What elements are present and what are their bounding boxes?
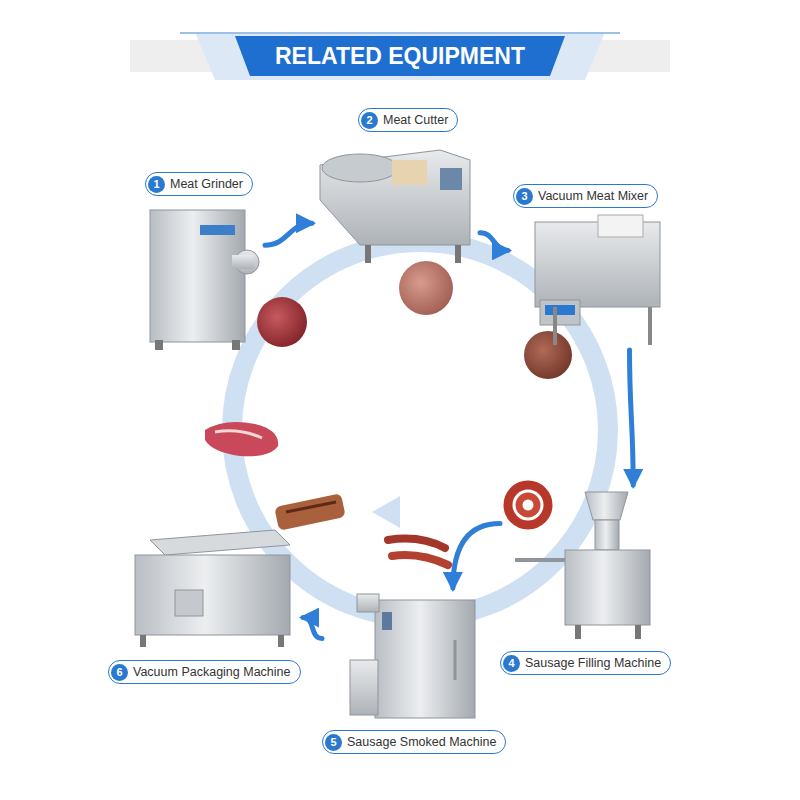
equipment-label: 3 Vacuum Meat Mixer bbox=[513, 184, 658, 208]
equipment-name: Vacuum Meat Mixer bbox=[538, 189, 648, 203]
callout-number: 5 bbox=[325, 734, 342, 751]
equipment-node: 2 Meat Cutter bbox=[312, 108, 480, 268]
equipment-label: 6 Vacuum Packaging Machine bbox=[108, 660, 301, 684]
equipment-node: 1 Meat Grinder bbox=[140, 172, 265, 355]
callout-number: 6 bbox=[111, 664, 128, 681]
equipment-name: Meat Grinder bbox=[170, 177, 243, 191]
equipment-name: Meat Cutter bbox=[383, 113, 448, 127]
callout-number: 4 bbox=[503, 655, 520, 672]
equipment-label: 2 Meat Cutter bbox=[358, 108, 458, 132]
equipment-name: Sausage Filling Machine bbox=[525, 656, 661, 670]
equipment-name: Sausage Smoked Machine bbox=[347, 735, 496, 749]
equipment-label: 5 Sausage Smoked Machine bbox=[322, 730, 506, 754]
equipment-label: 4 Sausage Filling Machine bbox=[500, 651, 671, 675]
title-text: RELATED EQUIPMENT bbox=[250, 38, 550, 74]
equipment-node: 3 Vacuum Meat Mixer bbox=[508, 184, 670, 350]
flow-arrow bbox=[630, 350, 634, 485]
callout-number: 3 bbox=[516, 188, 533, 205]
flow-arrow bbox=[265, 223, 312, 245]
flow-arrow bbox=[480, 233, 508, 251]
flow-arrow bbox=[303, 618, 322, 639]
equipment-node: 4 Sausage Filling Machine bbox=[500, 485, 685, 677]
callout-number: 1 bbox=[148, 176, 165, 193]
flow-arrow bbox=[453, 523, 500, 588]
callout-number: 2 bbox=[361, 112, 378, 129]
equipment-name: Vacuum Packaging Machine bbox=[133, 665, 291, 679]
equipment-node: 6 Vacuum Packaging Machine bbox=[100, 515, 303, 686]
equipment-label: 1 Meat Grinder bbox=[145, 172, 253, 196]
equipment-node: 5 Sausage Smoked Machine bbox=[322, 588, 509, 756]
